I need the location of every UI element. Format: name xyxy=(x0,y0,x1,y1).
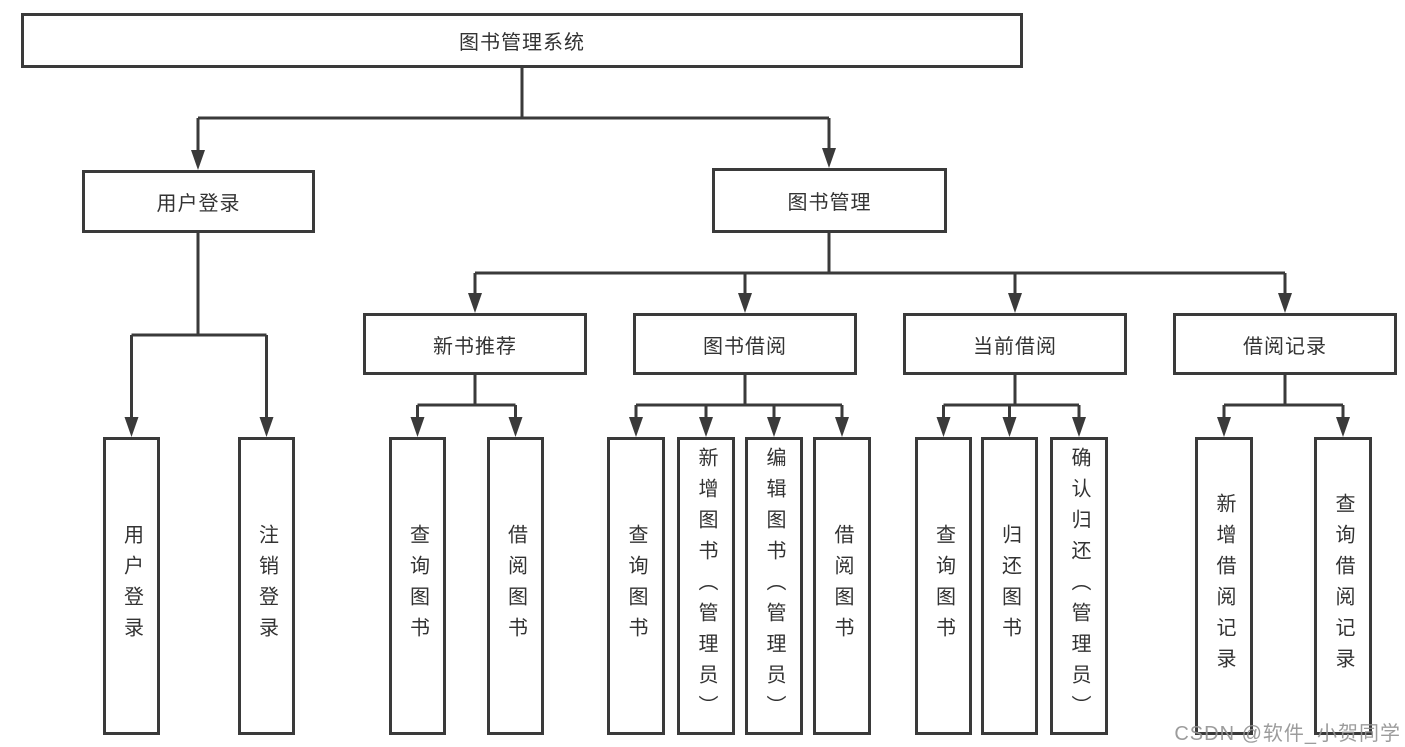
node-user-login: 用户登录 xyxy=(82,170,315,233)
node-new-book-recommend-label: 新书推荐 xyxy=(433,335,517,358)
node-borrow-records: 借阅记录 xyxy=(1173,313,1397,375)
node-root: 图书管理系统 xyxy=(21,13,1023,68)
leaf-confirm-return-admin: 确认归还（管理员） xyxy=(1050,437,1108,735)
leaf-logout-label: 注销登录 xyxy=(255,524,278,648)
leaf-edit-book-admin: 编辑图书（管理员） xyxy=(745,437,803,735)
node-borrow-records-label: 借阅记录 xyxy=(1243,335,1327,358)
leaf-query-borrow-record-label: 查询借阅记录 xyxy=(1332,493,1354,679)
leaf-borrow-books-recommend: 借阅图书 xyxy=(487,437,544,735)
node-book-management-label: 图书管理 xyxy=(787,192,872,214)
leaf-borrow-books-recommend-label: 借阅图书 xyxy=(504,524,527,648)
leaf-logout: 注销登录 xyxy=(238,437,295,735)
leaf-query-books-current-label: 查询图书 xyxy=(932,524,955,648)
leaf-add-borrow-record-label: 新增借阅记录 xyxy=(1213,493,1235,679)
node-current-borrow-label: 当前借阅 xyxy=(973,335,1057,358)
leaf-query-books-borrow-label: 查询图书 xyxy=(625,524,647,648)
leaf-user-login: 用户登录 xyxy=(103,437,160,735)
node-book-borrow-label: 图书借阅 xyxy=(703,335,787,358)
leaf-add-borrow-record: 新增借阅记录 xyxy=(1195,437,1253,735)
leaf-borrow-books: 借阅图书 xyxy=(813,437,871,735)
leaf-return-book: 归还图书 xyxy=(981,437,1038,735)
leaf-borrow-books-label: 借阅图书 xyxy=(831,524,853,648)
leaf-add-book-admin: 新增图书（管理员） xyxy=(677,437,735,735)
leaf-query-borrow-record: 查询借阅记录 xyxy=(1314,437,1372,735)
leaf-confirm-return-admin-label: 确认归还（管理员） xyxy=(1068,446,1090,726)
leaf-query-books-borrow: 查询图书 xyxy=(607,437,665,735)
leaf-add-book-admin-label: 新增图书（管理员） xyxy=(695,446,717,726)
leaf-return-book-label: 归还图书 xyxy=(998,524,1021,648)
node-user-login-label: 用户登录 xyxy=(156,193,241,215)
node-book-borrow: 图书借阅 xyxy=(633,313,857,375)
leaf-edit-book-admin-label: 编辑图书（管理员） xyxy=(763,446,785,726)
leaf-query-books-recommend: 查询图书 xyxy=(389,437,446,735)
csdn-watermark: CSDN @软件_小贺同学 xyxy=(1174,723,1401,745)
leaf-query-books-current: 查询图书 xyxy=(915,437,972,735)
leaf-query-books-recommend-label: 查询图书 xyxy=(406,524,429,648)
node-book-management: 图书管理 xyxy=(712,168,947,233)
leaf-user-login-label: 用户登录 xyxy=(120,524,143,648)
node-new-book-recommend: 新书推荐 xyxy=(363,313,587,375)
node-root-label: 图书管理系统 xyxy=(459,32,585,54)
node-current-borrow: 当前借阅 xyxy=(903,313,1127,375)
